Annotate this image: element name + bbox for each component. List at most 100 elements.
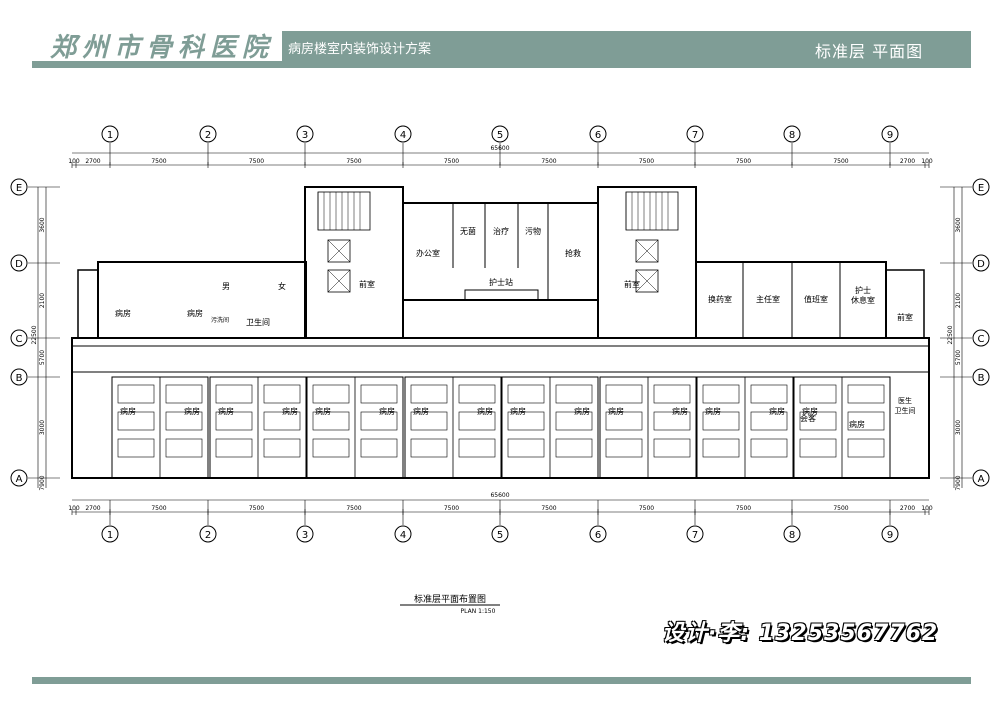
grid-label-top: 9	[887, 130, 893, 141]
grid-bubble-top	[783, 125, 801, 143]
bed-icon	[263, 438, 301, 458]
dim-text: 7500	[833, 158, 848, 165]
bed-icon	[165, 384, 203, 404]
grid-bubble-left	[10, 329, 28, 347]
bed-icon	[312, 438, 350, 458]
dim-text: 7500	[736, 158, 751, 165]
vdim-text: 3600	[39, 217, 46, 232]
stair-core-right	[597, 186, 697, 339]
vdim-text: 7900	[955, 475, 962, 490]
ward-label: 病房	[802, 406, 818, 416]
lobby-label: 前室	[359, 279, 375, 289]
dim-text: 7500	[346, 505, 361, 512]
bed-icon	[605, 438, 643, 458]
grid-label-top: 1	[107, 130, 113, 141]
overall-dim-text: 65600	[490, 145, 509, 152]
grid-bubble-bottom	[686, 525, 704, 543]
bed-icon	[360, 438, 398, 458]
bed-icon	[507, 411, 545, 431]
bed-icon	[458, 384, 496, 404]
grid-label-left: A	[16, 474, 23, 485]
dirty-label: 污物	[525, 226, 541, 236]
dim-text: 7500	[833, 505, 848, 512]
dim-text: 100	[68, 505, 80, 512]
stair-flight	[317, 191, 371, 231]
dim-text: 2700	[85, 505, 100, 512]
vdim-text: 3600	[955, 217, 962, 232]
ward-label: 病房	[574, 406, 590, 416]
dim-text: 100	[68, 158, 80, 165]
grid-label-bottom: 9	[887, 530, 893, 541]
overall-dim-text: 65600	[490, 492, 509, 499]
ward-label: 病房	[769, 406, 785, 416]
grid-label-bottom: 3	[302, 530, 308, 541]
female-toilet-label: 女	[278, 281, 286, 291]
dim-text: 7500	[151, 158, 166, 165]
doctor-wc-label: 卫生间	[895, 406, 916, 415]
plan-caption: 标准层平面布置图	[414, 593, 486, 605]
doctor-label: 医生	[898, 396, 912, 405]
grid-bubble-right	[972, 329, 990, 347]
ward-label: 病房	[315, 406, 331, 416]
bed-icon	[653, 384, 691, 404]
grid-bubble-bottom	[296, 525, 314, 543]
bed-icon	[847, 384, 885, 404]
dim-text: 7500	[444, 158, 459, 165]
elevator-shaft	[635, 269, 659, 293]
bed-icon	[799, 438, 837, 458]
dim-text: 2700	[85, 158, 100, 165]
bed-icon	[165, 438, 203, 458]
lobby-far-label: 前室	[897, 312, 913, 322]
bed-icon	[312, 384, 350, 404]
bed-icon	[360, 411, 398, 431]
office-label: 办公室	[416, 248, 440, 258]
ward-label: 病房	[705, 406, 721, 416]
male-toilet-label: 男	[222, 282, 230, 291]
bed-icon	[799, 411, 837, 431]
vdim-text: 7900	[39, 475, 46, 490]
project-subtitle: 病房楼室内装饰设计方案	[288, 42, 432, 57]
bed-icon	[750, 438, 788, 458]
nurse-counter	[464, 289, 539, 301]
dim-text: 7500	[249, 158, 264, 165]
grid-label-right: E	[978, 183, 984, 194]
bed-icon	[555, 384, 593, 404]
grid-label-bottom: 2	[205, 530, 211, 541]
dim-text: 7500	[541, 158, 556, 165]
grid-label-bottom: 6	[595, 530, 601, 541]
grid-bubble-top	[199, 125, 217, 143]
dim-text: 7500	[639, 158, 654, 165]
bed-icon	[702, 438, 740, 458]
bed-icon	[263, 411, 301, 431]
grid-bubble-top	[296, 125, 314, 143]
plan-scale: PLAN 1:150	[461, 608, 496, 615]
grid-bubble-bottom	[199, 525, 217, 543]
bed-icon	[458, 438, 496, 458]
bed-icon	[410, 411, 448, 431]
bed-icon	[507, 438, 545, 458]
lobby-right-label: 前室	[624, 279, 640, 289]
grid-bubble-left	[10, 469, 28, 487]
bed-icon	[653, 438, 691, 458]
designer-credit: 设计·李: 13253567762	[662, 621, 939, 646]
duty-label: 值班室	[804, 294, 828, 304]
grid-bubble-top	[881, 125, 899, 143]
bed-icon	[215, 411, 253, 431]
grid-bubble-top	[394, 125, 412, 143]
bed-icon	[750, 384, 788, 404]
bed-icon	[410, 438, 448, 458]
elevator-shaft	[327, 269, 351, 293]
grid-bubble-top	[491, 125, 509, 143]
grid-label-bottom: 7	[692, 530, 698, 541]
rescue-label: 抢救	[565, 248, 581, 258]
bed-icon	[653, 411, 691, 431]
bed-icon	[215, 438, 253, 458]
bed-icon	[605, 384, 643, 404]
grid-bubble-top	[101, 125, 119, 143]
grid-bubble-right	[972, 254, 990, 272]
bed-icon	[458, 411, 496, 431]
grid-bubble-right	[972, 469, 990, 487]
bed-icon	[410, 384, 448, 404]
ward-label: 病房	[672, 406, 688, 416]
